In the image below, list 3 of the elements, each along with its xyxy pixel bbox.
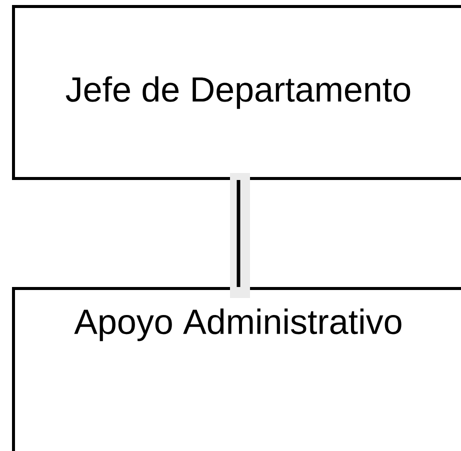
org-box: Jefe de Departamento [12, 5, 461, 180]
connector-line [236, 180, 240, 287]
org-box: Apoyo Administrativo [12, 287, 461, 451]
